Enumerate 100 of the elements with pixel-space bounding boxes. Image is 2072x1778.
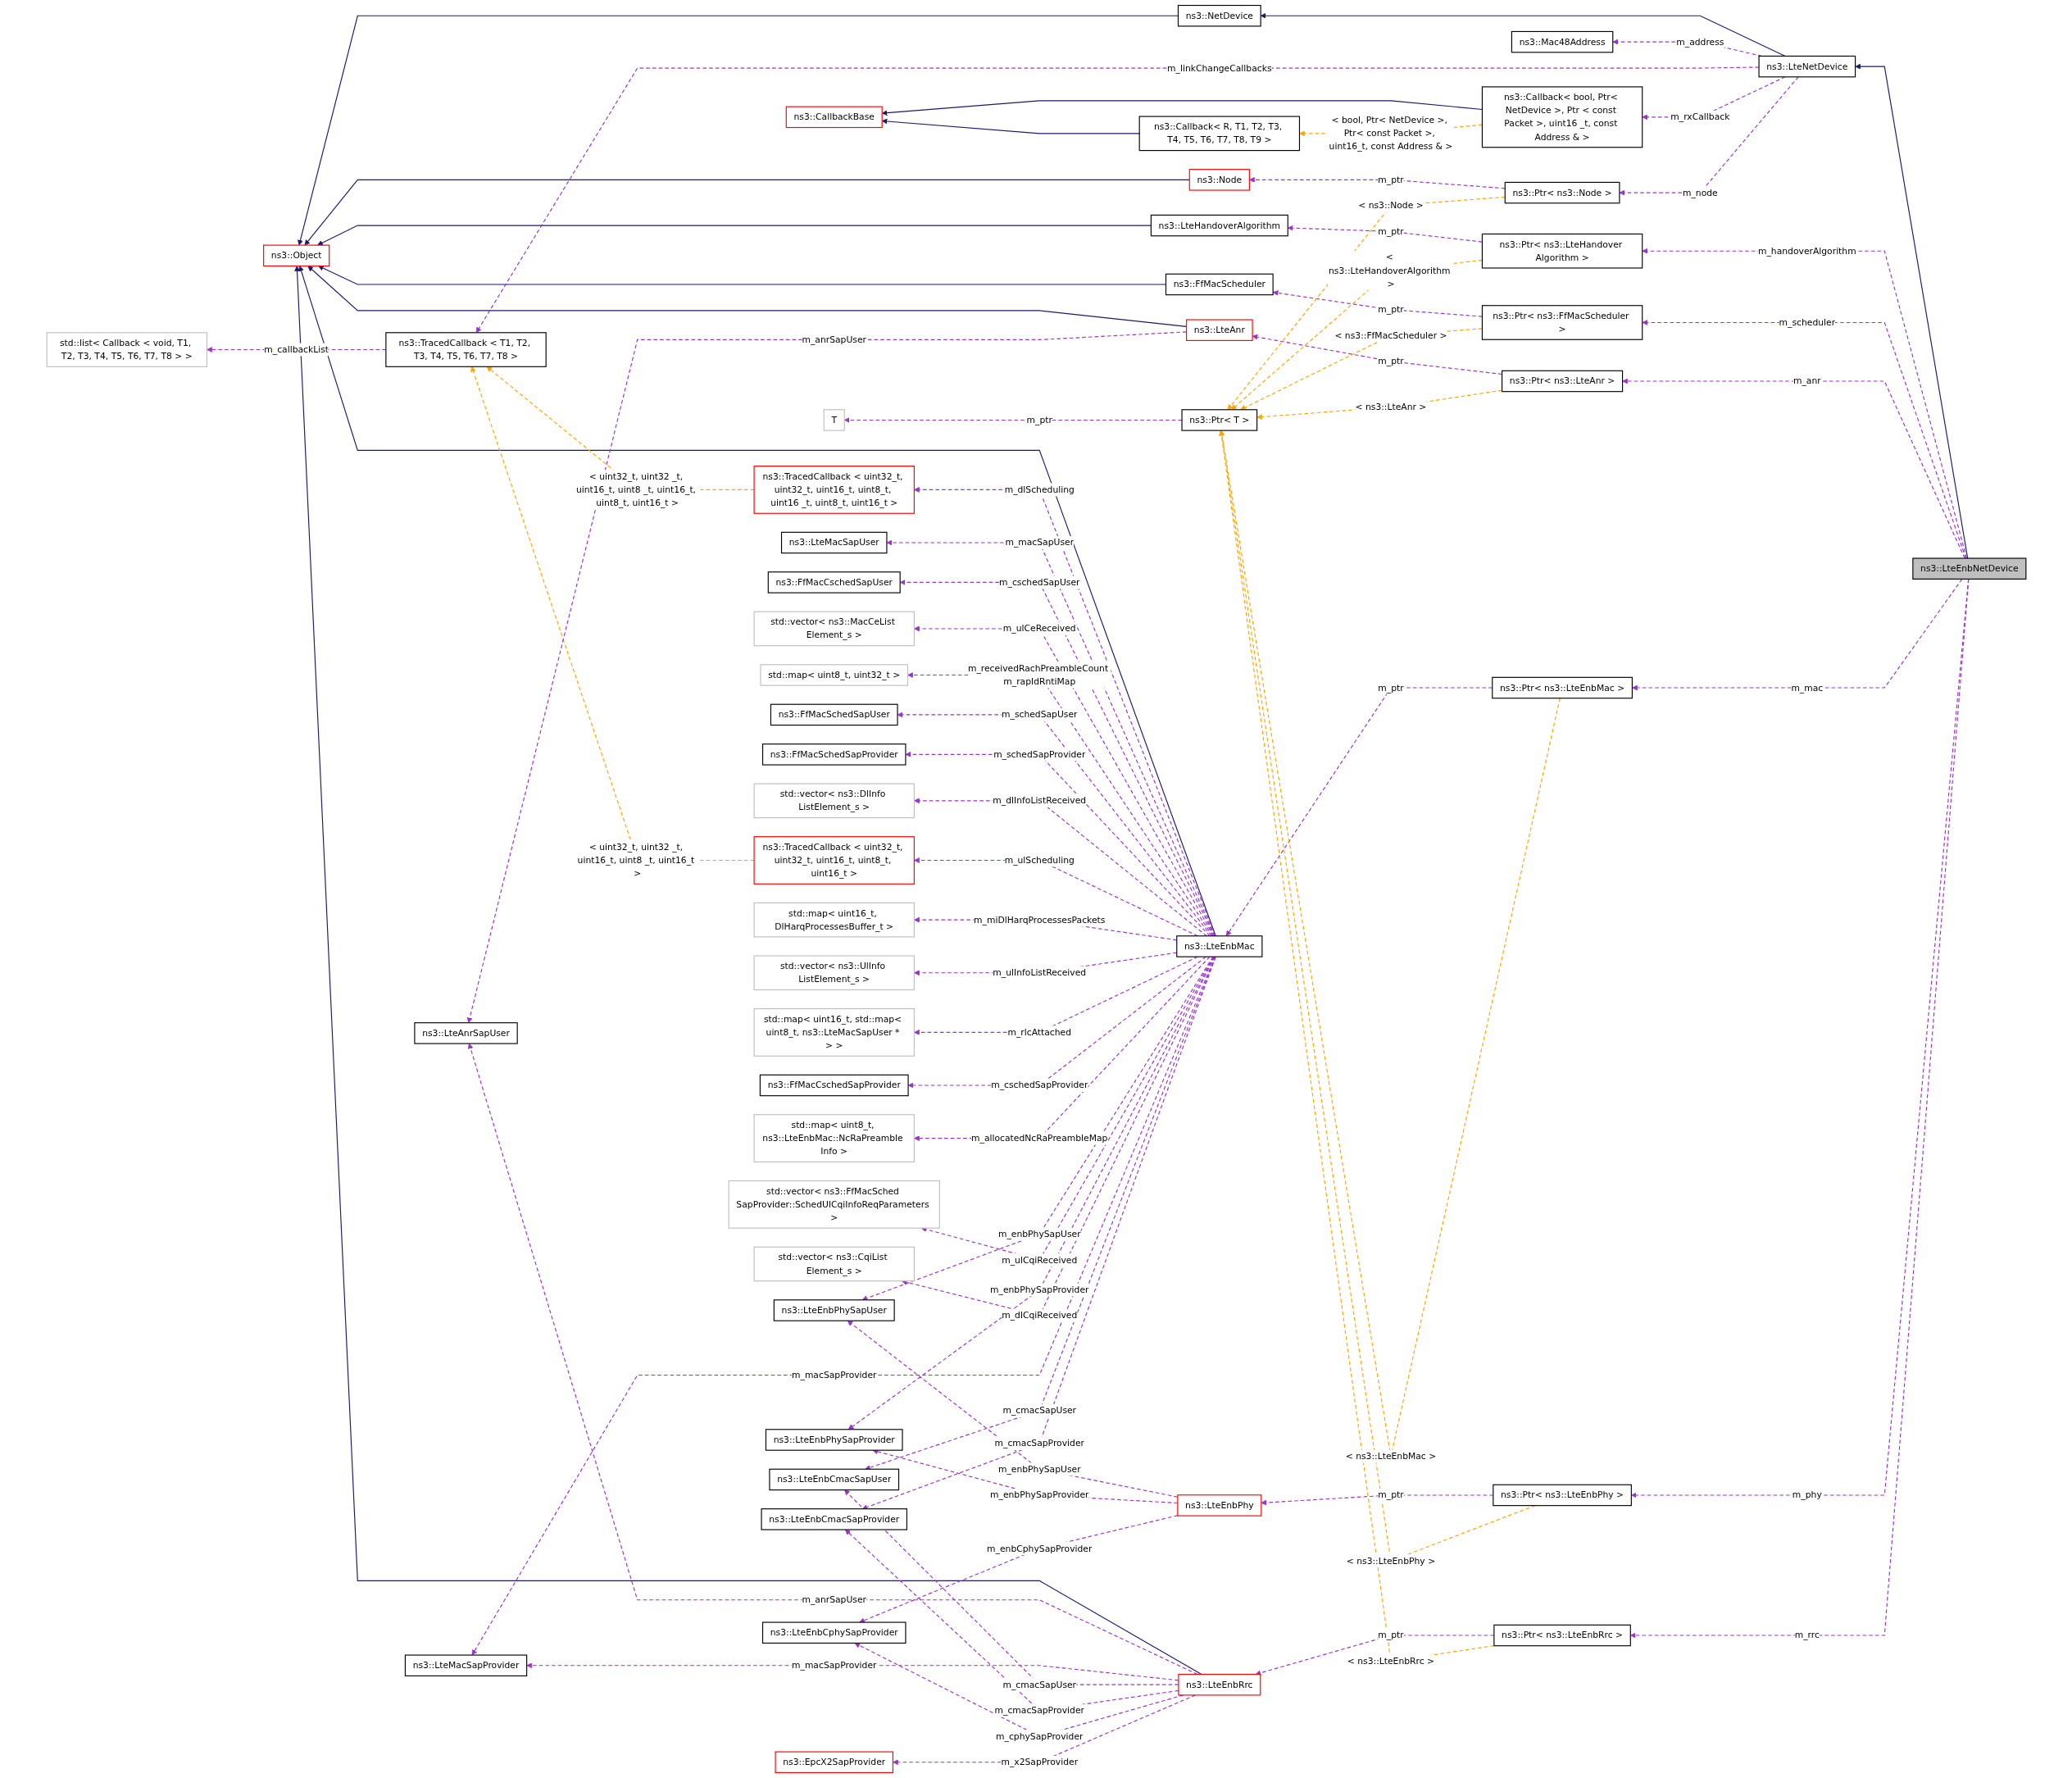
edge-label: m_ptr — [1377, 304, 1404, 315]
node-box: std::map< uint8_t, ns3::LteEnbMac::NcRaPreamble Info > — [753, 1114, 915, 1162]
node-box: ns3::LteEnbPhySapUser — [773, 1299, 895, 1321]
node-box: ns3::TracedCallback < uint32_t, uint32_t, uint16_t, uint8_t, uint16 _t, uint8_t, uint16_t > — [753, 466, 915, 514]
edge-label: m_anrSapUser — [801, 1594, 866, 1605]
node-box: ns3::LteAnrSapUser — [413, 1022, 518, 1044]
node-box: ns3::Ptr< ns3::LteAnr > — [1501, 370, 1623, 393]
arrow — [897, 712, 1212, 937]
edge-label: m_enbPhySapProvider — [989, 1489, 1088, 1500]
edge-label: m_ulCeReceived — [1002, 623, 1076, 634]
node-box: std::vector< ns3::MacCeList Element_s > — [753, 611, 915, 647]
edge-label: m_enbPhySapUser — [997, 1229, 1081, 1239]
node-box: ns3::LteEnbPhySapProvider — [765, 1429, 903, 1451]
arrow — [1631, 578, 1962, 691]
node-box: ns3::Ptr< ns3::FfMacScheduler > — [1481, 305, 1643, 340]
node-box: ns3::Callback< bool, Ptr< NetDevice >, Ptr < const Packet >, uint16 _t, const Address & > — [1481, 86, 1643, 148]
edge-label: < uint32_t, uint32 _t, uint16_t, uint8 _t, uint16_t > — [577, 841, 694, 879]
edge-label: m_dlScheduling — [1004, 484, 1075, 495]
edge-label: m_x2SapProvider — [1000, 1757, 1078, 1767]
edge-label: m_cschedSapUser — [998, 576, 1079, 588]
edge-label: m_scheduler — [1779, 316, 1835, 328]
edge-label: m_dlCqiReceived — [1001, 1310, 1077, 1321]
edge-label: m_anr — [1793, 375, 1821, 386]
node-box: std::map< uint16_t, std::map< uint8_t, ns3::LteMacSapUser * > > — [753, 1008, 915, 1057]
arrow — [471, 956, 1215, 1656]
node-box: std::map< uint16_t, DlHarqProcessesBuffer_t > — [753, 902, 915, 938]
arrow — [1255, 1635, 1494, 1676]
edge-label: m_handoverAlgorithm — [1757, 245, 1856, 256]
arrow — [1225, 687, 1493, 937]
node-box: std::map< uint8_t, uint32_t > — [759, 664, 908, 686]
arrow — [913, 956, 1210, 1141]
edge-label: m_ulScheduling — [1004, 854, 1075, 866]
node-box: ns3::LteEnbRrc — [1177, 1673, 1261, 1696]
edge-label: m_macSapProvider — [791, 1369, 876, 1380]
edge-label: m_cmacSapProvider — [994, 1705, 1084, 1716]
node-box: ns3::LteAnr — [1185, 319, 1253, 341]
arrow — [906, 672, 1213, 937]
node-box: ns3::Ptr< T > — [1180, 409, 1257, 431]
edge-label: m_schedSapUser — [1001, 709, 1077, 720]
node-box: ns3::LteEnbCmacSapProvider — [760, 1508, 907, 1530]
edge-label: m_macSapProvider — [791, 1660, 876, 1671]
edge-label: m_linkChangeCallbacks — [1166, 62, 1272, 73]
arrow — [467, 1043, 1197, 1676]
edge-label: m_mac — [1790, 682, 1823, 693]
edge-label: m_cmacSapUser — [1002, 1405, 1076, 1416]
node-box: ns3::LteMacSapUser — [780, 531, 888, 554]
edge-label: m_address — [1675, 36, 1724, 47]
edge-label: m_cmacSapProvider — [994, 1438, 1084, 1448]
arrow — [907, 956, 1206, 1089]
node-box: ns3::Ptr< ns3::LteEnbMac > — [1491, 676, 1633, 699]
arrow — [861, 956, 1213, 1301]
arrow — [913, 487, 1215, 937]
edge-label: m_cmacSapUser — [1002, 1679, 1076, 1689]
edge-label: m_ptr — [1377, 174, 1404, 185]
node-box: ns3::Callback< R, T1, T2, T3, T4, T5, T6, T7, T8, T9 > — [1138, 116, 1300, 152]
node-box: ns3::EpcX2SapProvider — [775, 1751, 893, 1774]
node-box: ns3::LteEnbPhy — [1176, 1494, 1261, 1517]
edge-label: m_ulInfoListReceived — [992, 967, 1086, 978]
node-box: ns3::FfMacSchedSapUser — [770, 703, 898, 726]
edge-label: m_ptr — [1377, 1630, 1404, 1640]
node-box: ns3::TracedCallback < uint32_t, uint32_t, uint16_t, uint8_t, uint16_t > — [753, 836, 915, 884]
arrow — [847, 1320, 1178, 1498]
edge-label: m_rxCallback — [1670, 111, 1729, 122]
edge-label: m_macSapUser — [1004, 537, 1074, 548]
node-box: ns3::TracedCallback < T1, T2, T3, T4, T5, T6, T7, T8 > — [384, 332, 547, 367]
edge-label: m_enbPhySapProvider — [989, 1284, 1088, 1295]
edge-label: < ns3::LteHandoverAlgorithm > — [1328, 252, 1450, 289]
node-box: ns3::Node — [1188, 169, 1250, 191]
edge-label: < ns3::FfMacScheduler > — [1334, 330, 1447, 341]
edge-label: m_allocatedNcRaPreambleMap — [970, 1133, 1107, 1144]
node-box: ns3::FfMacSchedSapProvider — [761, 743, 906, 766]
arrow — [307, 266, 1187, 327]
node-box: ns3::FfMacCschedSapProvider — [759, 1074, 909, 1097]
edge-label: m_callbackList — [263, 344, 329, 355]
node-box: ns3::Ptr< ns3::LteEnbRrc > — [1493, 1624, 1631, 1647]
edge-label: < ns3::LteEnbPhy > — [1346, 1555, 1435, 1566]
edge-label: m_receivedRachPreambleCount m_rapIdRntiMap — [967, 662, 1108, 687]
arrow — [913, 625, 1214, 937]
edge-label: m_ptr — [1377, 356, 1404, 366]
arrow — [317, 266, 1166, 285]
edge-label: m_node — [1682, 187, 1718, 198]
arrow — [905, 751, 1210, 937]
edge-label: < ns3::LteEnbMac > — [1345, 1451, 1436, 1462]
edge-label: m_enbCphySapProvider — [986, 1543, 1092, 1553]
edge-label: m_dlInfoListReceived — [992, 795, 1086, 806]
edge-label: < ns3::Node > — [1357, 200, 1424, 211]
node-box: ns3::LteHandoverAlgorithm — [1150, 214, 1288, 237]
arrow — [858, 1515, 1178, 1623]
node-box: std::list< Callback < void, T1, T2, T3, T4, T5, T6, T7, T8 > > — [46, 332, 207, 367]
edge-label: < ns3::LteAnr > — [1355, 402, 1426, 412]
node-box: T — [823, 409, 845, 431]
node-box: ns3::LteMacSapProvider — [404, 1654, 527, 1676]
node-box: std::vector< ns3::UlInfo ListElement_s > — [753, 955, 915, 991]
arrow — [913, 956, 1198, 1035]
edge-label: m_rrc — [1794, 1630, 1820, 1640]
node-box: std::vector< ns3::CqiList Element_s > — [753, 1246, 915, 1282]
edge-label: m_cschedSapProvider — [990, 1080, 1088, 1090]
node-box: ns3::Object — [262, 244, 329, 267]
arrow — [913, 798, 1207, 937]
node-box: ns3::Ptr< ns3::LteEnbPhy > — [1492, 1484, 1632, 1507]
